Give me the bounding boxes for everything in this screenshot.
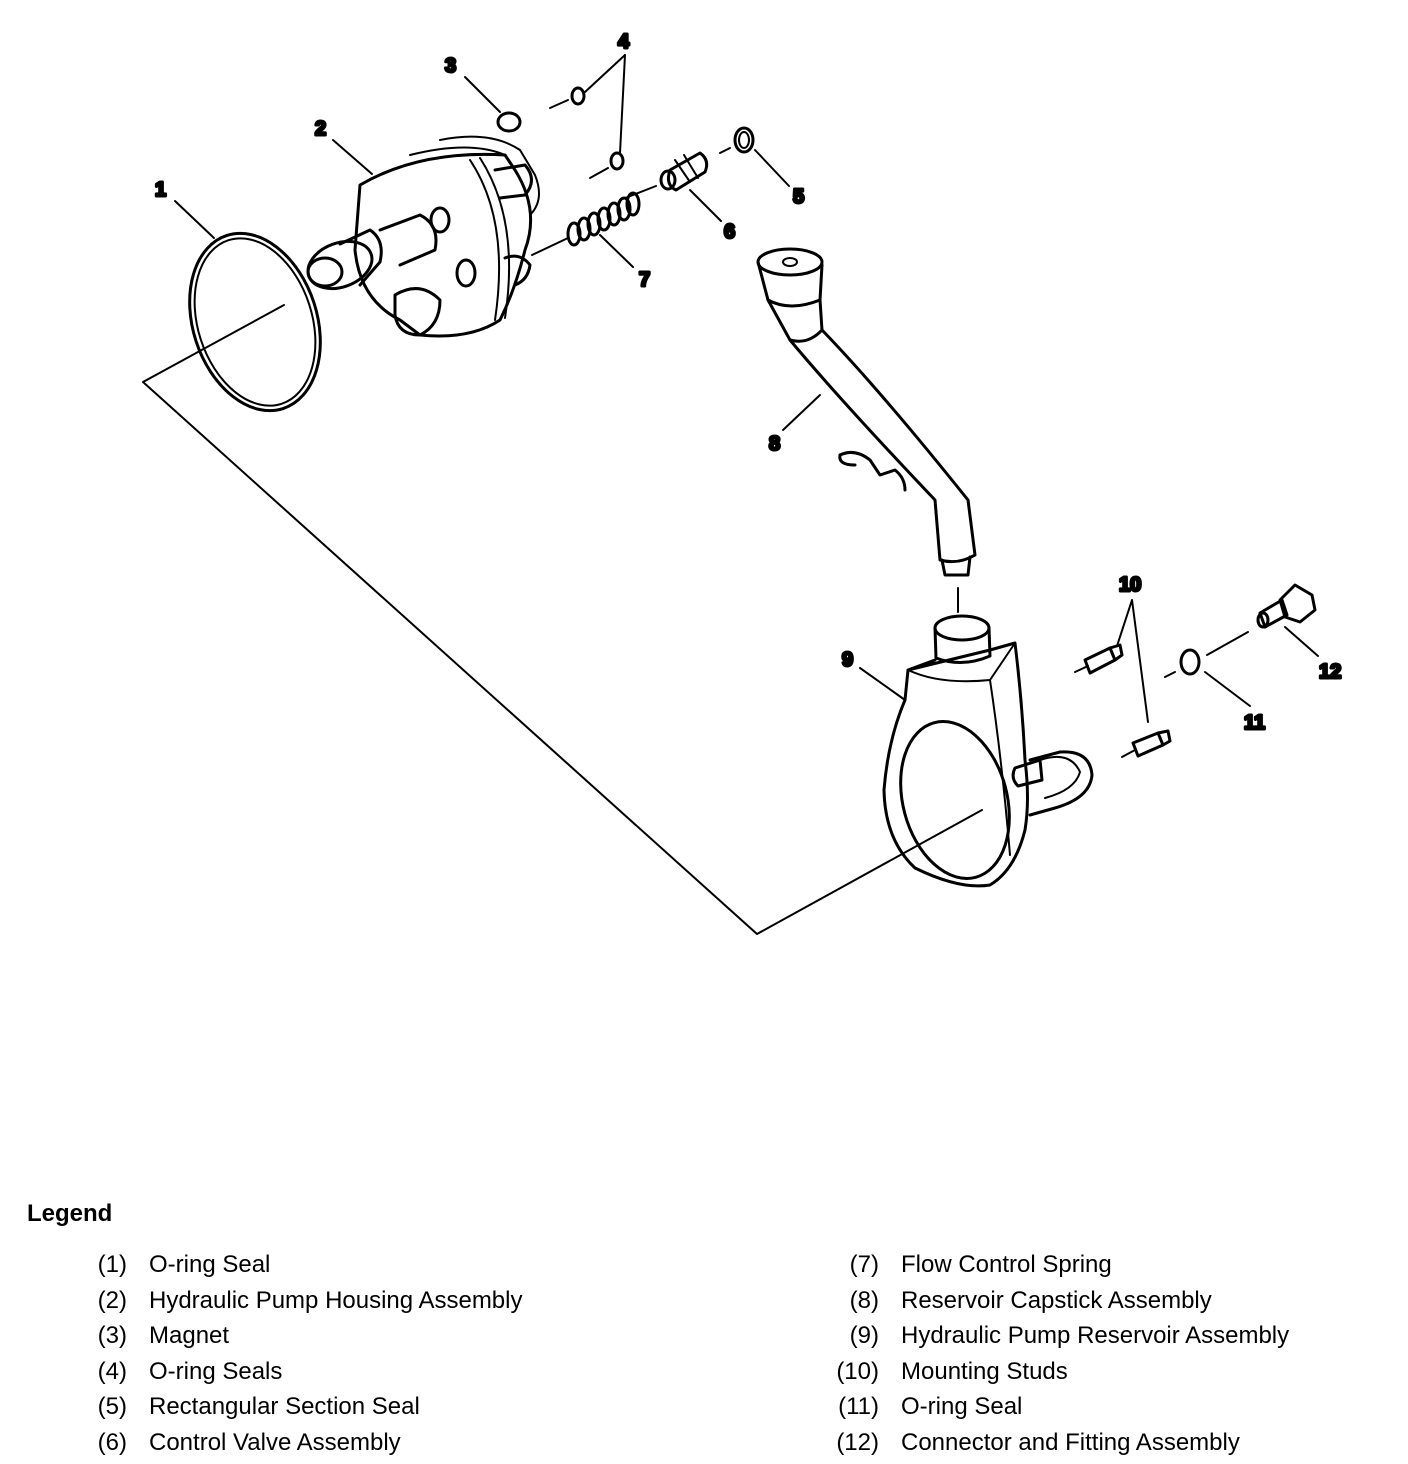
mounting-stud-lower-part: [1121, 729, 1172, 758]
legend-item-label: Rectangular Section Seal: [149, 1393, 420, 1420]
legend-item-label: O-ring Seal: [901, 1393, 1023, 1420]
legend-item: (10) Mounting Studs: [819, 1356, 1289, 1392]
legend-item-label: Hydraulic Pump Reservoir Assembly: [901, 1322, 1290, 1349]
legend-item-label: Hydraulic Pump Housing Assembly: [149, 1286, 523, 1314]
legend-item: (12) Connector and Fitting Assembly: [819, 1427, 1289, 1463]
pump-housing-part: [306, 135, 569, 338]
exploded-parts-diagram: 1 2 3 4 5 6 7 8 9 10 11 12: [142, 30, 1343, 935]
legend-column-left: (1) O-ring Seal (2) Hydraulic Pump Housing…: [67, 1249, 523, 1462]
callout-4: 4: [618, 31, 630, 53]
legend-item-label: Flow Control Spring: [901, 1251, 1112, 1278]
reservoir-capstick-part: [756, 247, 977, 613]
callout-8: 8: [769, 433, 780, 455]
flow-control-spring-part: [566, 191, 641, 247]
legend-item-number: (1): [97, 1251, 127, 1278]
legend-item-label: Magnet: [149, 1322, 230, 1349]
legend-item: (5) Rectangular Section Seal: [67, 1391, 523, 1427]
callout-3: 3: [445, 55, 456, 77]
callout-10: 10: [1119, 574, 1141, 596]
legend-title: Legend: [27, 1200, 113, 1227]
legend-item-number: (9): [849, 1322, 879, 1349]
legend-item-label: Reservoir Capstick Assembly: [901, 1286, 1212, 1314]
callout-6: 6: [724, 221, 735, 243]
legend-item-number: (3): [97, 1322, 127, 1349]
pump-reservoir-part: [882, 614, 1094, 888]
callout-5: 5: [793, 186, 804, 208]
o-ring-seal-small-part: [1164, 631, 1249, 678]
o-ring-seal-upper-part: [570, 86, 586, 106]
legend-item: (8) Reservoir Capstick Assembly: [819, 1285, 1289, 1321]
callout-7: 7: [639, 269, 650, 291]
callout-leader-lines: [174, 54, 1319, 707]
legend-item: (9) Hydraulic Pump Reservoir Assembly: [819, 1320, 1289, 1356]
legend-item-label: Control Valve Assembly: [149, 1428, 401, 1456]
legend-item-number: (2): [97, 1286, 127, 1314]
legend-item: (3) Magnet: [67, 1320, 523, 1356]
legend-item: (4) O-ring Seals: [67, 1356, 523, 1392]
legend-item-number: (10): [836, 1357, 879, 1385]
callout-9: 9: [842, 649, 853, 671]
legend-item-label: Connector and Fitting Assembly: [901, 1428, 1240, 1456]
legend-item-number: (7): [849, 1251, 879, 1278]
magnet-part: [496, 111, 522, 133]
assembly-bracket-line: [142, 304, 983, 935]
legend-item-label: O-ring Seal: [149, 1251, 271, 1278]
legend-item-number: (8): [849, 1286, 879, 1314]
legend-item-label: Mounting Studs: [901, 1357, 1068, 1385]
legend-column-right: (7) Flow Control Spring (8) Reservoir Caps…: [819, 1249, 1289, 1462]
control-valve-part: [619, 151, 709, 201]
legend-item-number: (12): [836, 1428, 879, 1456]
legend-item: (7) Flow Control Spring: [819, 1249, 1289, 1285]
o-ring-seal-lower-part: [609, 151, 625, 171]
mounting-stud-upper-part: [1074, 643, 1124, 675]
callout-1: 1: [155, 179, 166, 201]
legend-item-number: (5): [97, 1393, 127, 1420]
legend-item-label: O-ring Seals: [149, 1357, 283, 1385]
legend-item-number: (4): [97, 1357, 127, 1385]
callout-2: 2: [315, 118, 326, 140]
o-ring-seal-part: [188, 231, 322, 413]
legend-item-number: (6): [97, 1428, 127, 1456]
rectangular-section-seal-part: [719, 126, 755, 154]
legend-item: (2) Hydraulic Pump Housing Assembly: [67, 1285, 523, 1321]
legend-item: (11) O-ring Seal: [819, 1391, 1289, 1427]
callout-12: 12: [1319, 661, 1341, 683]
legend-item: (6) Control Valve Assembly: [67, 1427, 523, 1463]
legend-item: (1) O-ring Seal: [67, 1249, 523, 1285]
legend-item-number: (11): [838, 1393, 879, 1420]
callout-11: 11: [1244, 712, 1265, 734]
connector-fitting-part: [1256, 583, 1317, 629]
